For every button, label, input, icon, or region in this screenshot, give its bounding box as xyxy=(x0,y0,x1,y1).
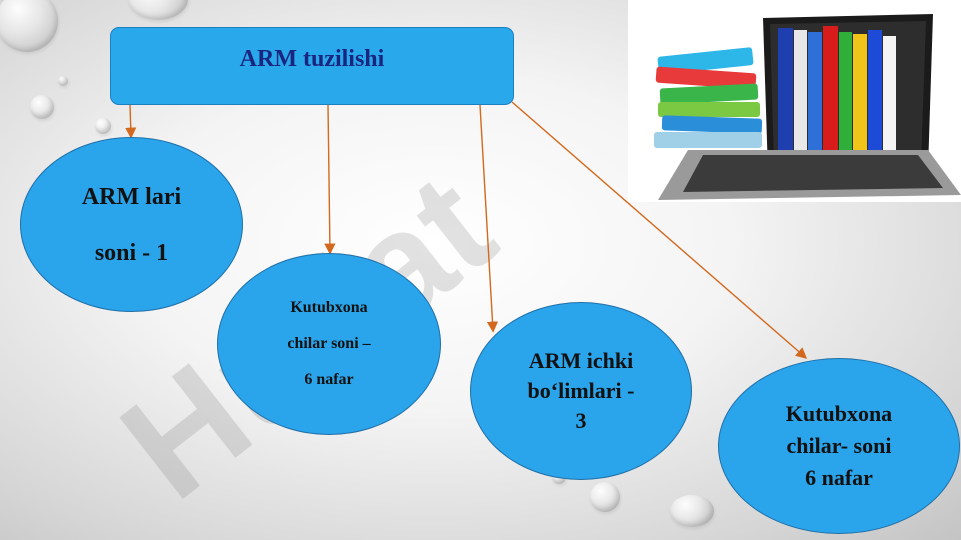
node-text-line: bo‘limlari - xyxy=(527,378,635,403)
node-arm-count: ARM lari soni - 1 xyxy=(20,137,243,312)
water-drop xyxy=(58,76,68,86)
water-drop xyxy=(30,95,54,119)
node-text-line: chilar soni – xyxy=(287,335,371,352)
node-librarians-count: Kutubxona chilar soni – 6 nafar xyxy=(217,253,441,435)
water-drop xyxy=(128,0,188,20)
node-text-line: Kutubxona xyxy=(785,401,893,426)
node-text-line: soni - 1 xyxy=(94,239,169,266)
node-text-line: 6 nafar xyxy=(304,371,354,388)
water-drop xyxy=(0,0,58,52)
title-box: ARM tuzilishi xyxy=(110,27,514,105)
node-text-line: ARM lari xyxy=(81,183,182,210)
arrow-to-node-3 xyxy=(479,104,499,333)
water-drop xyxy=(590,482,620,512)
node-librarians-count-2: Kutubxona chilar- soni 6 nafar xyxy=(718,358,960,534)
node-text-line: 6 nafar xyxy=(805,465,873,490)
node-text-line: Kutubxona xyxy=(290,299,368,316)
node-arm-departments: ARM ichki bo‘limlari - 3 xyxy=(470,302,692,480)
water-drop xyxy=(670,495,714,527)
node-text-line: ARM ichki xyxy=(528,348,634,373)
node-text-line: chilar- soni xyxy=(786,433,892,458)
arrow-to-node-1 xyxy=(125,104,137,139)
title-text: ARM tuzilishi xyxy=(239,46,385,72)
arrow-to-node-4 xyxy=(511,101,808,359)
laptop-books-illustration xyxy=(628,0,961,202)
arrow-to-node-2 xyxy=(324,104,336,255)
node-text-line: 3 xyxy=(575,408,587,433)
water-drop xyxy=(95,118,111,134)
